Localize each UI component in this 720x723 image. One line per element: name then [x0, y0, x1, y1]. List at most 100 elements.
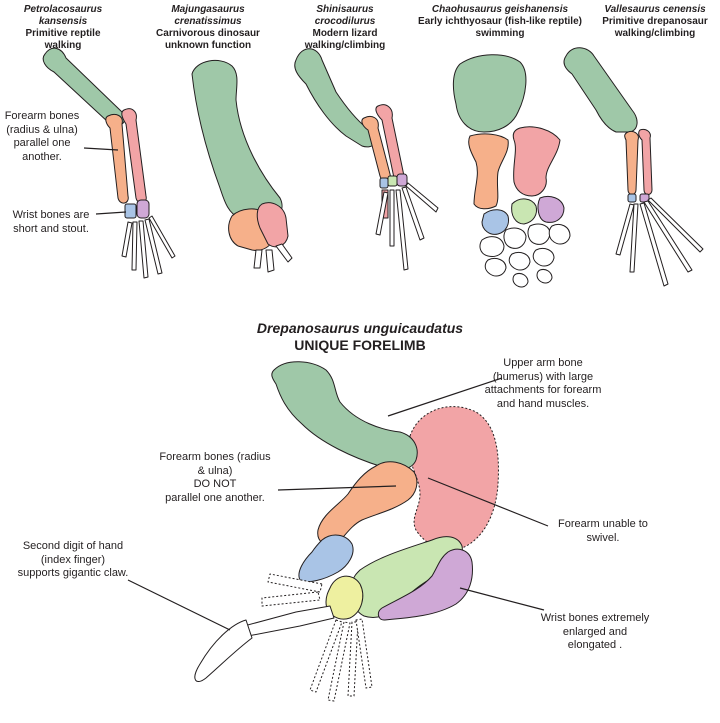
note-line: Wrist bones are: [12, 209, 90, 221]
label-forearm-not-parallel: Forearm bones (radius & ulna) DO NOT par…: [150, 451, 280, 505]
petrolacosaurus-forelimb: [42, 47, 176, 279]
digit: [138, 220, 149, 279]
label-line: DO NOT: [193, 478, 237, 490]
wrist-bone-purple: [136, 199, 150, 219]
main-subtitle: UNIQUE FORELIMB: [294, 337, 426, 353]
humerus-bone: [294, 48, 377, 148]
radius-bone: [105, 113, 129, 204]
majungasaurus-forelimb: [191, 59, 293, 273]
digit: [643, 200, 693, 273]
note-line: parallel one: [13, 137, 71, 149]
label-line: Forearm bones (radius: [159, 451, 271, 463]
digit: [401, 186, 425, 241]
digit: [629, 203, 639, 273]
radius-bone: [624, 131, 639, 195]
leader-line-forearm-top: [83, 147, 119, 151]
wrist-bone-blue: [627, 193, 637, 203]
radius-bone: [468, 133, 509, 210]
label-line: (humerus) with large: [492, 370, 594, 383]
caption-majungasaurus: Majungasaurus crenatissimus Carnivorous …: [140, 4, 276, 52]
index-finger-bone: [243, 605, 335, 637]
species-function: unknown function: [164, 40, 252, 51]
phalanx: [479, 236, 505, 257]
species-name: Petrolacosaurus kansensis: [23, 4, 103, 27]
hand-digits: [375, 182, 439, 271]
hand-digits: [261, 573, 373, 702]
wrist-bone-blue: [124, 203, 137, 219]
note-forearm-parallel: Forearm bones (radius & ulna) parallel o…: [0, 110, 84, 164]
phalanx: [527, 223, 551, 245]
hand-digits: [121, 215, 176, 279]
digit: [355, 618, 373, 689]
digit: [405, 182, 439, 213]
note-wrist-short: Wrist bones are short and stout.: [6, 209, 96, 236]
species-name: Shinisaurus crocodilurus: [314, 4, 376, 27]
label-line: (index finger): [40, 553, 106, 566]
digit: [647, 197, 704, 253]
phalanx: [508, 251, 531, 271]
phalanx: [512, 273, 529, 288]
radius-bone: [317, 461, 418, 546]
label-line: attachments for forearm: [484, 384, 602, 396]
label-line: & ulna): [197, 464, 233, 477]
label-line: enlarged and: [562, 625, 628, 638]
hand-digits: [615, 197, 704, 287]
wrist-bone-blue: [298, 534, 354, 583]
humerus-bone: [452, 54, 527, 133]
ulna-bone: [512, 126, 561, 197]
phalanx: [532, 247, 555, 267]
digit: [375, 191, 389, 236]
leader-line-swivel: [427, 477, 549, 527]
species-function: walking: [44, 40, 82, 51]
label-line: and hand muscles.: [496, 397, 590, 410]
humerus-bone: [42, 47, 126, 127]
wrist-bone-purple: [396, 173, 408, 187]
label-line: swivel.: [586, 531, 620, 544]
caption-chaohusaurus: Chaohusaurus geishanensis Early ichthyos…: [410, 4, 590, 40]
digit: [121, 221, 133, 258]
shinisaurus-forelimb: [294, 48, 439, 271]
leader-line-second-digit: [127, 579, 231, 631]
digit: [144, 218, 163, 275]
wrist-bone-green: [511, 198, 537, 225]
species-description: Primitive drepanosaur: [602, 16, 708, 27]
wrist-bone-yellow: [325, 575, 364, 620]
leader-line-forearm-not-parallel: [277, 485, 397, 491]
phalanx: [548, 223, 571, 245]
humerus-bone: [191, 59, 283, 219]
label-line: parallel one another.: [165, 491, 265, 504]
wrist-bone-purple: [537, 195, 565, 223]
phalanx: [536, 269, 553, 284]
leader-line-wrist-enlarged: [459, 587, 545, 611]
hand-digits: [253, 243, 293, 273]
digit: [639, 202, 669, 287]
species-name: Majungasaurus crenatissimus: [171, 4, 245, 27]
digit: [261, 591, 321, 607]
digit: [615, 203, 635, 256]
label-humerus: Upper arm bone (humerus) with large atta…: [478, 357, 608, 411]
note-line: another.: [22, 150, 62, 163]
phalanx: [484, 257, 507, 277]
label-line: elongated .: [567, 639, 623, 651]
phalanx: [503, 227, 527, 249]
note-line: (radius & ulna): [6, 123, 78, 136]
caption-shinisaurus: Shinisaurus crocodilurus Modern lizard w…: [285, 4, 405, 52]
label-line: Second digit of hand: [22, 540, 124, 552]
label-line: supports gigantic claw.: [17, 567, 129, 579]
wrist-bone-blue: [481, 209, 509, 235]
species-description: Modern lizard: [312, 28, 378, 39]
label-line: Wrist bones extremely: [540, 612, 650, 624]
ulna-bone: [638, 129, 653, 195]
digit: [275, 243, 293, 263]
label-second-digit: Second digit of hand (index finger) supp…: [8, 540, 138, 581]
caption-vallesaurus: Vallesaurus cenensis Primitive drepanosa…: [592, 4, 718, 40]
leader-line-humerus: [387, 377, 503, 417]
vallesaurus-forelimb: [563, 47, 704, 287]
leader-lines: [83, 147, 549, 631]
digit: [253, 249, 263, 269]
humerus-bone: [563, 47, 638, 133]
species-description: Early ichthyosaur (fish-like reptile): [418, 16, 582, 27]
note-line: Forearm bones: [4, 110, 80, 122]
giant-claw: [194, 619, 253, 682]
